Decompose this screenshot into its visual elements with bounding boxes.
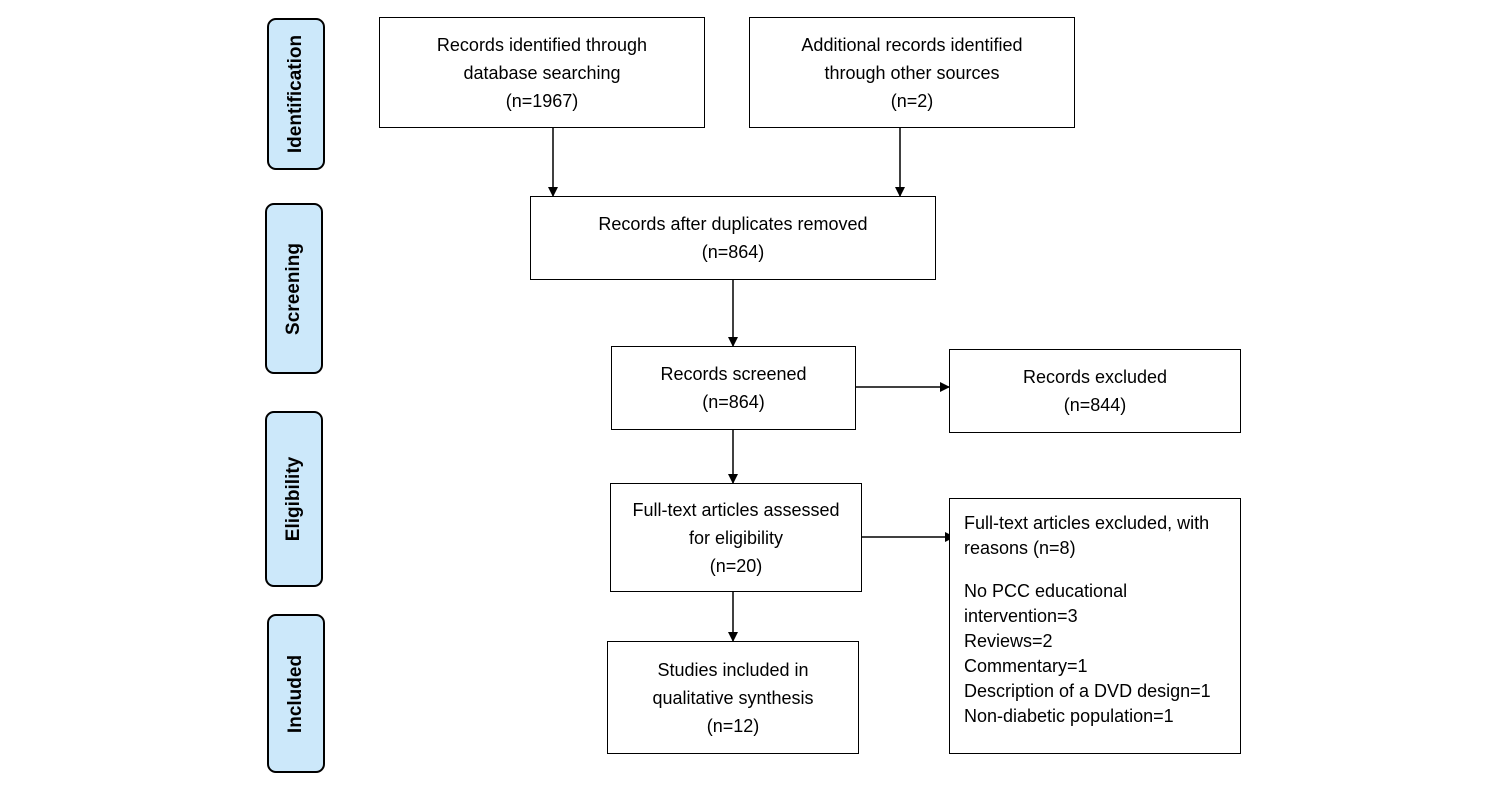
exclusion-reason: intervention=3 — [964, 606, 1078, 626]
exclusion-reason: Reviews=2 — [964, 631, 1053, 651]
stage-screening: Screening — [265, 203, 323, 374]
box-records-screened: Records screened (n=864) — [611, 346, 856, 430]
stage-included: Included — [267, 614, 325, 773]
box-fulltext-excluded: Full-text articles excluded, with reason… — [949, 498, 1241, 754]
exclusion-reason: Commentary=1 — [964, 656, 1088, 676]
stage-eligibility: Eligibility — [265, 411, 323, 587]
box-studies-included: Studies included in qualitative synthesi… — [607, 641, 859, 754]
exclusion-reason: Non-diabetic population=1 — [964, 706, 1174, 726]
box-fulltext-assessed: Full-text articles assessed for eligibil… — [610, 483, 862, 592]
exclusion-reason: No PCC educational — [964, 581, 1128, 601]
box-other-records: Additional records identified through ot… — [749, 17, 1075, 128]
box-records-after-duplicates: Records after duplicates removed (n=864) — [530, 196, 936, 280]
box-records-excluded: Records excluded (n=844) — [949, 349, 1241, 433]
exclusion-reason: Description of a DVD design=1 — [964, 681, 1211, 701]
stage-identification: Identification — [267, 18, 325, 170]
box-database-records: Records identified through database sear… — [379, 17, 705, 128]
